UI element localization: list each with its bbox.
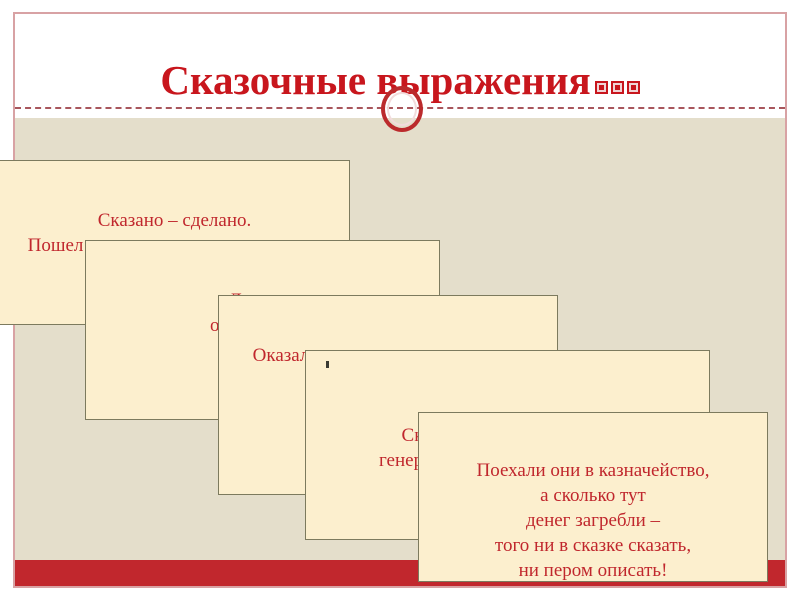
- decorative-ring-icon: [381, 86, 423, 132]
- note-card-5-text: Поехали они в казначейство, а сколько ту…: [476, 460, 710, 581]
- note-card-5[interactable]: Поехали они в казначейство, а сколько ту…: [418, 412, 768, 582]
- page-title-text: Сказочные выражения: [160, 57, 591, 103]
- page-title: Сказочные выражения: [15, 58, 785, 102]
- stray-mark-artifact: [326, 361, 329, 368]
- title-ellipsis-glyphs: [592, 58, 640, 102]
